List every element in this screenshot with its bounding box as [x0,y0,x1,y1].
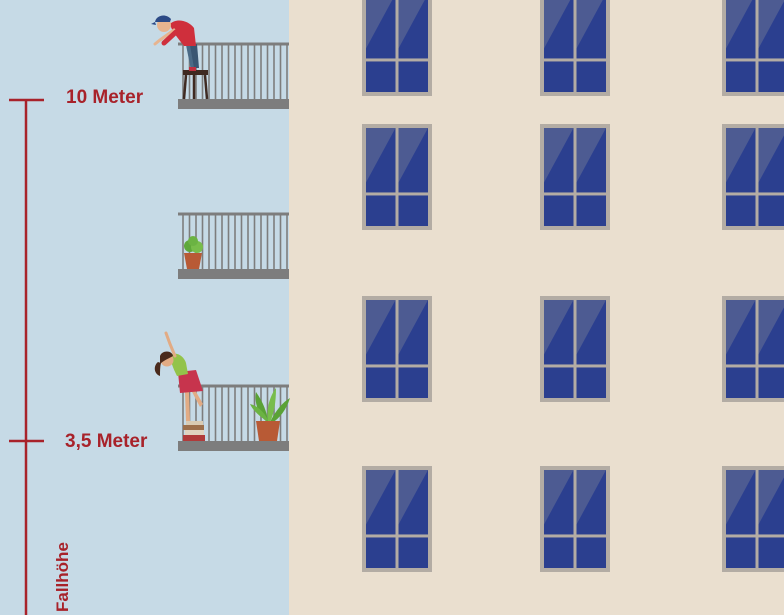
window [722,0,784,96]
window [362,466,432,572]
window [362,124,432,230]
balcony-slab [178,441,289,451]
book-stack-icon [183,421,205,441]
sky-background [0,0,290,615]
fall-height-axis-label: Fallhöhe [54,542,71,612]
window [362,296,432,402]
height-label-10m: 10 Meter [66,88,143,107]
window [722,296,784,402]
window [722,466,784,572]
window [540,0,610,96]
window [540,296,610,402]
balcony-slab [178,269,289,279]
window [362,0,432,96]
balcony-slab [178,99,289,109]
window [540,466,610,572]
window [540,124,610,230]
height-label-3-5m: 3,5 Meter [65,432,147,451]
window [722,124,784,230]
